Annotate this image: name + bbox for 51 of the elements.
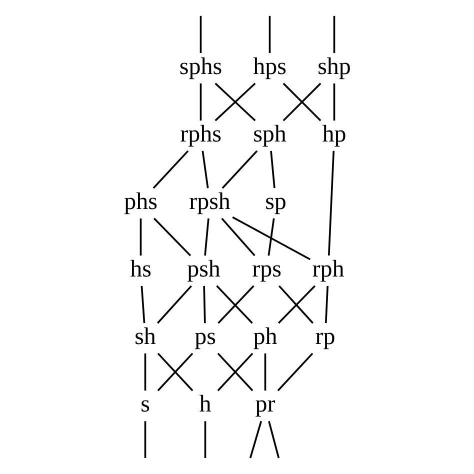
node-text: rp — [314, 324, 335, 350]
connector — [139, 218, 142, 256]
connector — [201, 150, 208, 188]
node-text: hp — [322, 121, 346, 148]
node-text: hps — [252, 54, 286, 80]
connector — [152, 218, 191, 256]
connector — [199, 16, 202, 54]
connector — [270, 150, 275, 188]
connector — [199, 83, 202, 121]
node-text: sp — [264, 188, 286, 215]
connector — [204, 218, 209, 256]
connector — [232, 216, 310, 260]
connector — [332, 16, 335, 54]
node-text: s — [140, 391, 150, 418]
connector — [152, 150, 188, 189]
connector — [327, 150, 334, 256]
node-text: phs — [124, 188, 157, 215]
connector — [140, 286, 145, 324]
node-text: ps — [194, 324, 216, 350]
node-text: pr — [254, 391, 275, 418]
connector — [204, 421, 206, 458]
node-text: shp — [317, 54, 350, 80]
node-text: rps — [252, 256, 281, 282]
node-text: rpsh — [188, 188, 230, 215]
node-text: rph — [312, 256, 344, 282]
connector — [156, 285, 192, 324]
connector — [282, 82, 321, 122]
connector — [220, 218, 255, 256]
connector — [268, 16, 270, 54]
connector — [214, 82, 256, 122]
connector — [144, 353, 146, 391]
connector — [268, 420, 280, 458]
connector — [324, 286, 328, 324]
connector — [276, 352, 313, 392]
connector — [216, 352, 253, 392]
node-text: h — [198, 391, 211, 418]
node-text: sphs — [178, 54, 222, 80]
node-text: rphs — [180, 121, 221, 148]
node-text: sph — [252, 121, 286, 148]
node-text: ph — [252, 324, 277, 350]
connector — [267, 218, 274, 256]
connector — [221, 150, 258, 189]
node-text: psh — [186, 256, 220, 282]
connector — [264, 353, 266, 391]
connector — [332, 83, 335, 121]
connector — [156, 352, 193, 392]
connector — [202, 286, 206, 324]
connector — [144, 421, 146, 458]
node-text: hs — [130, 256, 151, 282]
connector — [248, 420, 262, 458]
node-text: sh — [134, 324, 156, 350]
